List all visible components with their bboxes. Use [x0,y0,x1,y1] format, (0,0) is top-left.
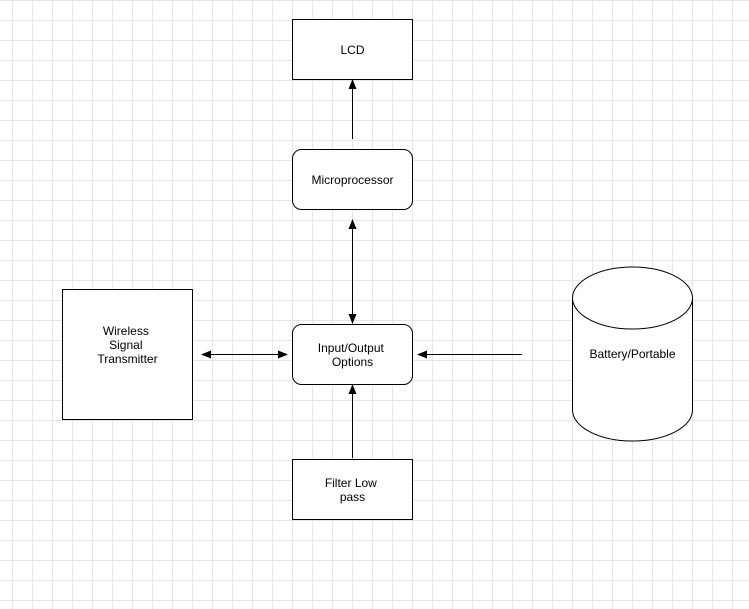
lcd-block[interactable]: LCD [292,19,413,80]
wireless-label-line-1: Wireless [103,324,149,338]
svg-text:Input/Output Options: Input/Output Options [318,341,387,369]
io-options-block[interactable]: Input/Output Options [292,324,413,385]
io-options-label-line-2: Options [332,355,373,369]
battery-cylinder[interactable]: Battery/Portable [572,266,693,442]
filter-low-pass-block[interactable]: Filter Low pass [292,459,413,520]
filter-label-line-1: Filter Low [325,476,377,490]
battery-label: Battery/Portable [589,347,675,361]
svg-text:Filter Low pass: Filter Low pass [325,476,380,504]
filter-label-line-2: pass [340,490,365,504]
svg-text:Microprocessor: Microprocessor [311,173,393,187]
microprocessor-label: Microprocessor [311,173,393,187]
wireless-label-line-3: Transmitter [97,352,157,366]
svg-text:Wireless Signal Tr: Wireless Signal Transmitter [97,324,157,366]
svg-text:Battery/Portable: Battery/Portable [589,347,675,361]
lcd-label: LCD [340,43,364,57]
microprocessor-block[interactable]: Microprocessor [292,149,413,210]
wireless-label-line-2: Signal [109,338,142,352]
svg-text:LCD: LCD [340,43,364,57]
io-options-label-line-1: Input/Output [318,341,385,355]
wireless-transmitter-block[interactable]: Wireless Signal Transmitter [62,289,193,420]
